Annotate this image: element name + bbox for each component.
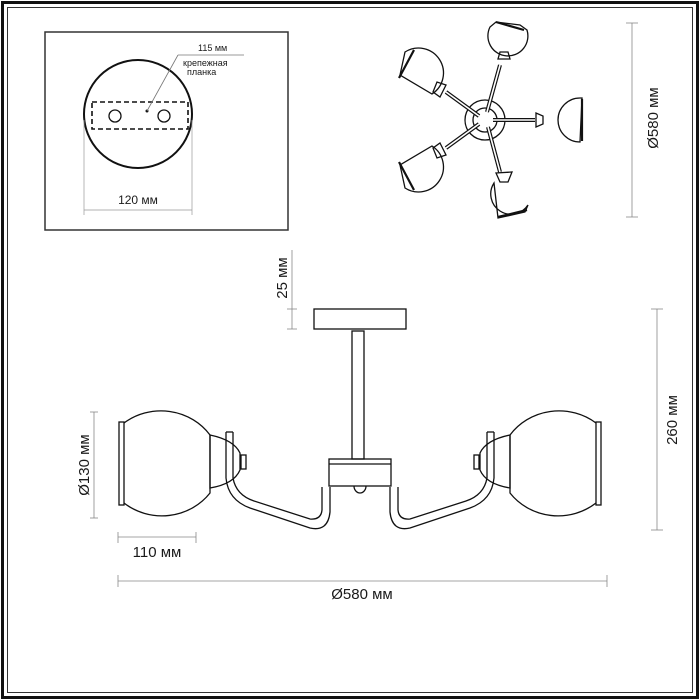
top-view [398, 20, 584, 219]
total-diameter-label: Ø580 мм [331, 586, 393, 603]
plate-label-line2: планка [187, 67, 216, 77]
right-arm-inner [397, 432, 488, 520]
side-center-body [328, 458, 392, 487]
left-socket [209, 434, 241, 489]
side-canopy [313, 308, 407, 330]
top-view-diameter-dim: Ø580 мм [626, 22, 662, 218]
plate-length-label: 115 мм [198, 43, 227, 53]
shade-diameter-label: Ø130 мм [76, 434, 93, 496]
leader-line [146, 54, 179, 112]
right-shade-rim [595, 421, 602, 506]
right-socket [479, 434, 511, 489]
globe-right [535, 97, 584, 143]
screw-hole-right [157, 109, 171, 123]
total-height-label: 260 мм [664, 395, 681, 445]
left-shade [118, 410, 247, 517]
globe-top-left [398, 47, 447, 98]
mount-detail-box [44, 31, 289, 231]
right-shade [473, 410, 602, 517]
mounting-plate-dashed [91, 101, 189, 130]
right-arm-outer [389, 432, 495, 530]
left-arm-outer [225, 432, 331, 530]
left-shade-rim [118, 421, 125, 506]
globe-bottom-left [398, 142, 447, 193]
canopy-height-label: 25 мм [274, 257, 291, 298]
shade-length-label: 110 мм [133, 544, 182, 561]
left-arm-inner [232, 432, 323, 520]
globe-top [487, 20, 529, 60]
mount-detail: 115 мм крепежная планка 120 мм [44, 31, 289, 231]
plate-label-line1: крепежная [183, 58, 228, 68]
canopy-diameter-label: 120 мм [118, 193, 158, 207]
side-view-dims [90, 250, 663, 587]
top-view-diameter-label: Ø580 мм [645, 87, 662, 149]
globe-bottom [490, 171, 529, 219]
side-rod [351, 330, 365, 460]
inner-frame [7, 7, 693, 693]
canopy-circle [83, 59, 193, 169]
finial [353, 485, 367, 494]
side-view [118, 308, 602, 530]
screw-hole-left [108, 109, 122, 123]
